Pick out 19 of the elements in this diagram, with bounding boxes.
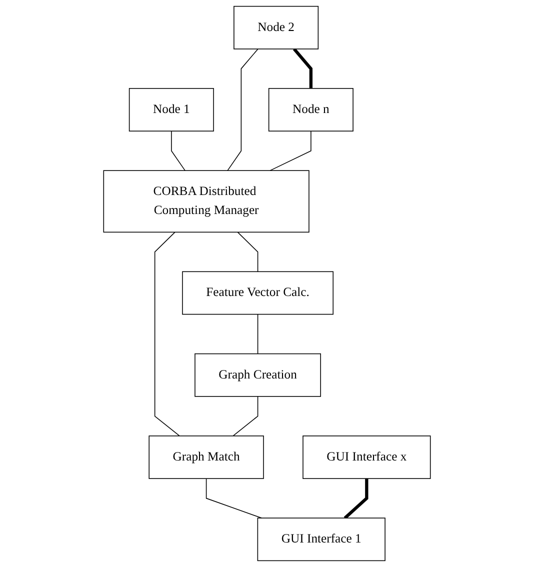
node-box: GUI Interface x <box>302 436 431 479</box>
connector <box>171 130 186 171</box>
connector <box>227 48 258 171</box>
node-box: CORBA Distributed Computing Manager <box>103 170 310 233</box>
node-box: GUI Interface 1 <box>257 518 386 562</box>
node-box: Graph Creation <box>194 353 321 397</box>
connector <box>257 314 258 354</box>
connector <box>237 232 258 272</box>
connector <box>232 396 258 436</box>
node-box: Node n <box>268 88 354 132</box>
connector <box>270 130 312 171</box>
node-box: Graph Match <box>148 436 264 479</box>
connector <box>344 478 368 520</box>
connector <box>292 48 313 88</box>
connector <box>206 478 262 518</box>
node-box: Feature Vector Calc. <box>182 271 334 315</box>
node-box: Node 2 <box>234 6 319 50</box>
node-box: Node 1 <box>128 88 214 132</box>
connector <box>154 232 180 436</box>
